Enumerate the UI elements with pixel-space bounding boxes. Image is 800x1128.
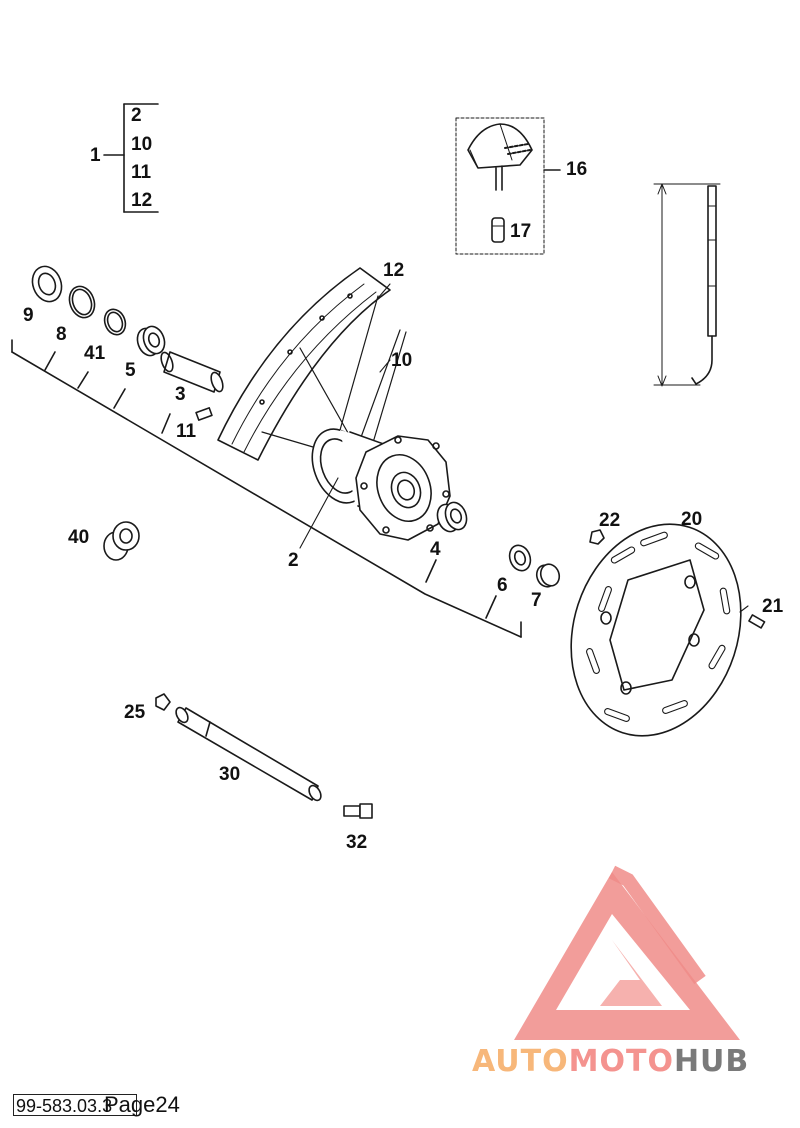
watermark-part-auto: AUTO: [472, 1044, 569, 1079]
callout-40: 40: [68, 527, 90, 548]
group-key-bracket: [103, 103, 159, 213]
callout-32: 32: [346, 832, 368, 853]
wheel-axle: [175, 706, 322, 802]
group-key-item: 11: [131, 162, 152, 183]
callout-7: 7: [531, 590, 542, 611]
automotohub-logo-mark: [514, 865, 740, 1040]
callout-3: 3: [175, 384, 186, 405]
page-number: Page24: [104, 1092, 180, 1117]
disc-bolt: [748, 614, 766, 629]
group-key-item: 2: [131, 105, 142, 126]
group-key-item: 12: [131, 190, 153, 211]
callout-8: 8: [56, 324, 67, 345]
group-key-parent: 1: [90, 145, 101, 166]
group-key-item: 10: [131, 134, 153, 155]
shaft-seal: [508, 544, 532, 572]
callout-5: 5: [125, 360, 136, 381]
callout-41: 41: [84, 343, 106, 364]
callout-4: 4: [430, 539, 441, 560]
hub-bearing: [436, 501, 468, 533]
circlip: [103, 308, 127, 336]
document-reference: 99-583.03.3: [13, 1094, 137, 1116]
callout-10: 10: [391, 350, 413, 371]
distance-bushing: [535, 563, 561, 588]
axle-spacer: [103, 521, 140, 561]
hub: [311, 428, 451, 541]
watermark-part-hub: HUB: [673, 1044, 750, 1079]
bearing: [136, 325, 166, 357]
axle-bolt: [343, 803, 373, 819]
spokes: [261, 295, 407, 453]
callout-9: 9: [23, 305, 34, 326]
spoke-nipple: [195, 407, 213, 421]
callout-22: 22: [599, 510, 621, 531]
disc-nut: [589, 529, 605, 545]
callout-21: 21: [762, 596, 784, 617]
watermark-part-moto: MOTO: [568, 1044, 674, 1079]
brake-disc: [570, 523, 742, 737]
automotohub-watermark: AUTOMOTOHUB: [472, 1047, 749, 1077]
rim: [217, 267, 391, 461]
callout-25: 25: [124, 702, 146, 723]
seal-ring: [31, 265, 63, 303]
callout-2: 2: [288, 550, 299, 571]
spacer-ring: [68, 285, 96, 319]
callout-12: 12: [383, 260, 405, 281]
callout-6: 6: [497, 575, 508, 596]
exploded-axis-lines: [11, 339, 522, 638]
axle-nut: [155, 693, 171, 711]
callout-30: 30: [219, 764, 241, 785]
callout-16: 16: [566, 159, 588, 180]
leader-lines: [299, 283, 749, 613]
spoke-dimension: [653, 183, 721, 387]
spacer-sleeve: [160, 351, 224, 393]
callout-11: 11: [176, 421, 197, 442]
callout-20: 20: [681, 509, 703, 530]
callout-17: 17: [510, 221, 532, 242]
accessory-box: [455, 117, 561, 255]
